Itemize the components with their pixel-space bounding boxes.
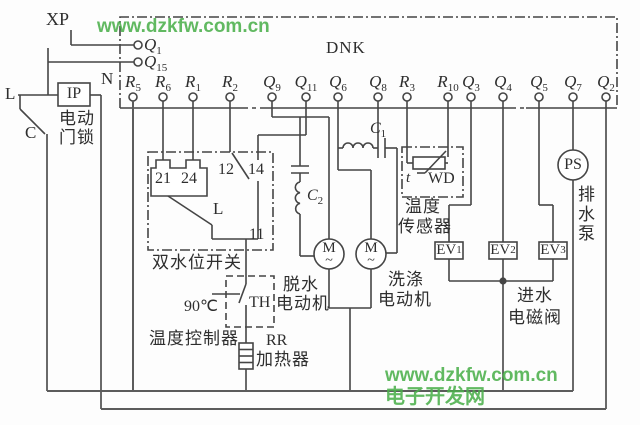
q15-label: Q15 xyxy=(144,52,168,74)
wash-motor-caption-1: 洗涤 xyxy=(388,270,424,289)
motor-symbols xyxy=(313,238,387,391)
contact-12-label: 12 xyxy=(218,161,234,178)
terminal-circles xyxy=(128,92,611,108)
thermostat-label: TH xyxy=(249,294,271,311)
thermostat-box xyxy=(225,275,275,328)
contact-21-label: 21 xyxy=(155,170,171,187)
terminal-q4: Q4 xyxy=(494,72,512,94)
door-switch xyxy=(18,94,58,391)
c1-label: C1 xyxy=(370,120,387,140)
pump-label: PS xyxy=(564,155,582,173)
temp-sensor-wires xyxy=(406,108,449,174)
c2-label: C2 xyxy=(307,187,324,207)
temp-sensor-box xyxy=(401,146,464,198)
sensor-t-label: t xyxy=(406,170,411,186)
wash-motor-caption-2: 电动机 xyxy=(378,290,432,309)
q15-terminal xyxy=(133,57,143,67)
level-switch-caption: 双水位开关 xyxy=(152,253,242,272)
watermark-bottom-site: 电子开发网 xyxy=(385,386,485,408)
terminal-q9: Q9 xyxy=(263,72,281,94)
valve-caption-2: 电磁阀 xyxy=(508,308,562,327)
terminal-q5: Q5 xyxy=(530,72,548,94)
door-lock-caption-1: 电动 xyxy=(59,109,95,128)
pump-caption: 排水泵 xyxy=(578,185,595,244)
level-switch-common-label: L xyxy=(213,199,224,218)
terminal-r3: R3 xyxy=(399,72,415,94)
terminal-r6: R6 xyxy=(155,72,171,94)
heater-caption: 加热器 xyxy=(256,350,310,369)
return-buses xyxy=(47,101,606,410)
terminal-r2: R2 xyxy=(222,72,238,94)
terminal-q11: Q11 xyxy=(294,72,318,94)
thermostat-temp-label: 90℃ xyxy=(184,298,218,315)
spin-motor-caption-1: 脱水 xyxy=(283,275,319,294)
valve-wires xyxy=(434,108,568,391)
terminal-r5: R5 xyxy=(125,72,141,94)
contact-24-label: 24 xyxy=(181,170,197,187)
live-label: L xyxy=(5,84,16,103)
valve-caption-1: 进水 xyxy=(517,286,553,305)
contact-14-label: 14 xyxy=(248,161,264,178)
sensor-caption-2: 传感器 xyxy=(398,217,452,236)
pump-wires xyxy=(557,108,607,409)
wash-motor-wires xyxy=(337,108,398,254)
spin-motor-symbol: M~ xyxy=(322,240,336,268)
terminal-q8: Q8 xyxy=(369,72,387,94)
q1-terminal xyxy=(133,40,143,50)
door-lock-caption-2: 门锁 xyxy=(59,128,95,147)
terminal-q3: Q3 xyxy=(462,72,480,94)
neutral-label: N xyxy=(101,69,114,88)
plug-wires xyxy=(47,30,134,95)
door-lock-wires xyxy=(90,94,102,409)
heater-element xyxy=(238,342,254,391)
plug-label: XP xyxy=(46,9,70,29)
door-lock-box xyxy=(57,82,91,107)
thermostat-wires xyxy=(212,283,247,343)
sensor-label: WD xyxy=(428,170,455,187)
heater-label: RR xyxy=(266,332,288,349)
spin-motor-caption-2: 电动机 xyxy=(276,294,330,313)
q1-label: Q1 xyxy=(144,35,162,57)
controller-label: DNK xyxy=(326,38,366,57)
terminal-q2: Q2 xyxy=(597,72,615,94)
thermostat-caption: 温度控制器 xyxy=(149,329,239,348)
contact-11-label: 11 xyxy=(249,226,265,243)
watermark-bottom-url: www.dzkfw.com.cn xyxy=(385,365,558,386)
switch-common-label: C xyxy=(25,123,37,142)
watermark-top: www.dzkfw.com.cn xyxy=(97,16,270,37)
spin-motor-wires xyxy=(271,108,330,257)
level-switch-box xyxy=(147,151,274,251)
terminal-q7: Q7 xyxy=(564,72,582,94)
door-lock-label: IP xyxy=(66,85,82,103)
level-switch-wires xyxy=(150,108,307,284)
wash-motor-symbol: M~ xyxy=(364,240,378,268)
terminal-r1: R1 xyxy=(185,72,201,94)
terminal-q6: Q6 xyxy=(329,72,347,94)
terminal-r10: R10 xyxy=(437,72,459,94)
sensor-caption-1: 温度 xyxy=(405,197,441,216)
